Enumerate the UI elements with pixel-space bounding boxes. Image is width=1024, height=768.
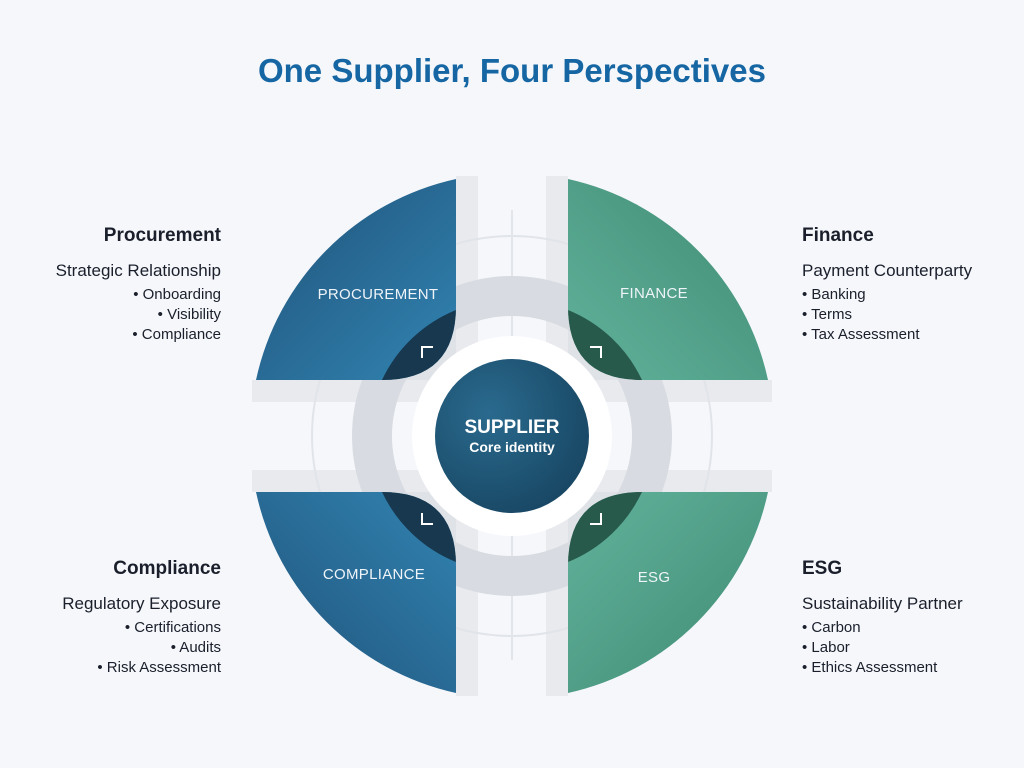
page-title: One Supplier, Four Perspectives [257,52,766,89]
finance-heading: Finance [802,225,874,246]
list-item: • Ethics Assessment [802,659,938,676]
bracket-icon-bottom-right [590,513,602,525]
list-item: • Carbon [802,619,861,636]
guide-ring [311,235,713,637]
center-sublabel: Core identity [469,439,555,455]
bracket-icon-top-left [421,346,433,358]
esg-inner-corner [568,492,642,566]
compliance-list: • Certifications • Audits • Risk Assessm… [0,618,221,678]
procurement-subtitle: Strategic Relationship [55,261,221,280]
quadrant-label-compliance: COMPLIANCE [323,566,425,583]
list-item: • Compliance [132,326,221,343]
esg-panel: ESG Sustainability Partner • Carbon • La… [802,558,1024,678]
list-item: • Audits [170,639,221,656]
list-item: • Certifications [124,619,221,636]
compliance-panel: Compliance Regulatory Exposure • Certifi… [0,558,221,678]
finance-panel: Finance Payment Counterparty • Banking •… [802,225,1024,345]
list-item: • Onboarding [133,286,221,303]
procurement-list: • Onboarding • Visibility • Compliance [0,285,221,345]
bracket-icon-bottom-left [421,513,433,525]
quadrant-label-finance: FINANCE [620,285,688,302]
compliance-inner-corner [382,492,456,566]
finance-inner-corner [568,306,642,380]
esg-subtitle: Sustainability Partner [802,594,963,613]
list-item: • Terms [802,306,852,323]
compliance-heading: Compliance [113,558,221,579]
finance-subtitle: Payment Counterparty [802,261,973,280]
procurement-inner-corner [382,306,456,380]
finance-list: • Banking • Terms • Tax Assessment [802,285,1024,345]
quadrant-procurement[interactable] [256,179,456,380]
track-ring [352,276,672,596]
list-item: • Banking [802,286,866,303]
list-item: • Tax Assessment [802,326,920,343]
compliance-subtitle: Regulatory Exposure [62,594,221,613]
quadrant-esg[interactable] [568,492,768,693]
quadrant-finance[interactable] [568,179,768,380]
procurement-heading: Procurement [103,225,221,246]
quadrant-compliance[interactable] [256,492,456,693]
list-item: • Labor [802,639,850,656]
bracket-icon-top-right [590,346,602,358]
list-item: • Visibility [157,306,221,323]
esg-heading: ESG [802,558,843,579]
quadrant-label-procurement: PROCUREMENT [318,286,439,303]
esg-list: • Carbon • Labor • Ethics Assessment [802,618,1024,678]
center-label: SUPPLIER [464,417,559,438]
procurement-panel: Procurement Strategic Relationship • Onb… [0,225,221,345]
supplier-core[interactable] [435,359,589,513]
list-item: • Risk Assessment [97,659,221,676]
quadrant-label-esg: ESG [638,569,671,586]
